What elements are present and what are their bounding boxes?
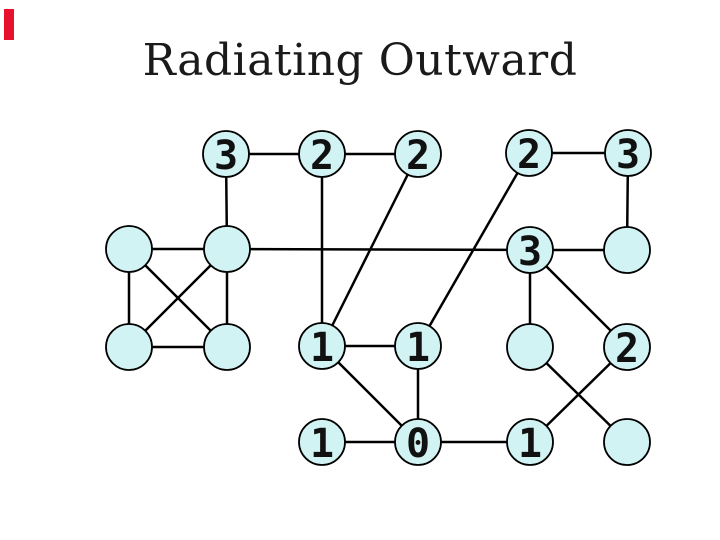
graph-node-label-n15: 2 — [615, 326, 639, 372]
graph-node-n6 — [105, 225, 153, 273]
graph-node-n15 — [603, 323, 651, 371]
graph-node-label-n1: 3 — [214, 133, 238, 179]
graph-node-n7 — [203, 225, 251, 273]
graph-node-label-n2: 2 — [310, 133, 334, 179]
graph-node-label-n4: 2 — [517, 132, 541, 178]
graph-node-n18 — [506, 418, 554, 466]
accent-bar — [4, 9, 14, 40]
graph-node-n4 — [505, 129, 553, 177]
graph-node-n1 — [202, 130, 250, 178]
graph-node-n9 — [603, 226, 651, 274]
graph-node-label-n3: 2 — [406, 133, 430, 179]
graph-node-label-n16: 1 — [310, 421, 334, 467]
graph-node-n5 — [604, 129, 652, 177]
graph-node-label-n17: 0 — [406, 421, 430, 467]
graph-node-n10 — [105, 323, 153, 371]
graph-node-n19 — [603, 418, 651, 466]
graph-node-label-n13: 1 — [406, 325, 430, 371]
graph-node-n16 — [298, 418, 346, 466]
graph-node-label-n8: 3 — [518, 229, 542, 275]
graph-node-label-n12: 1 — [310, 325, 334, 371]
graph-node-n13 — [394, 322, 442, 370]
graph-node-n11 — [203, 323, 251, 371]
graph-node-n17 — [394, 418, 442, 466]
graph-node-n3 — [394, 130, 442, 178]
graph-node-label-n5: 3 — [616, 132, 640, 178]
graph-node-n2 — [298, 130, 346, 178]
graph-node-n12 — [298, 322, 346, 370]
graph-node-label-n18: 1 — [518, 421, 542, 467]
graph-edge-n7-n8 — [226, 247, 531, 252]
graph-node-n14 — [506, 323, 554, 371]
slide-title: Radiating Outward — [142, 35, 578, 86]
graph-node-n8 — [506, 226, 554, 274]
